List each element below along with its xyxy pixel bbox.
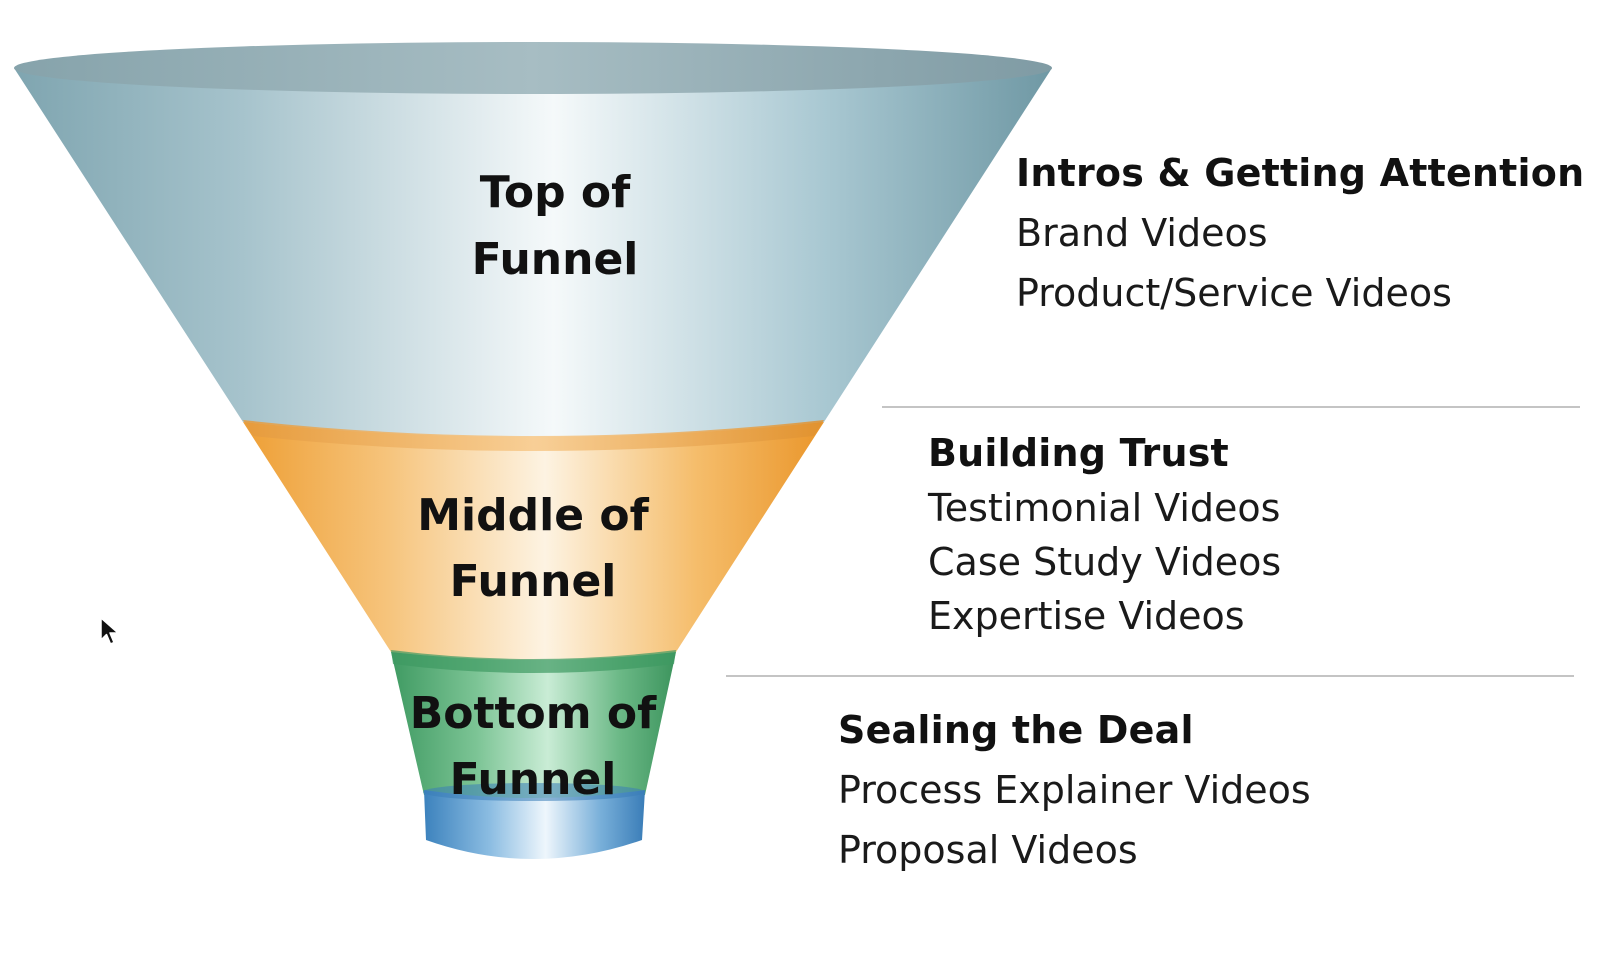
middle-section-item: Testimonial Videos <box>928 486 1281 530</box>
top-section-item: Brand Videos <box>1016 211 1268 255</box>
top-section-description: Intros & Getting Attention Brand Videos … <box>1016 143 1584 323</box>
middle-section-item: Case Study Videos <box>928 540 1282 584</box>
bottom-stage-body <box>391 652 676 802</box>
mouse-pointer-icon <box>100 617 119 645</box>
bottom-stage-rim <box>391 650 676 673</box>
bottom-stage-label-line1: Bottom of <box>410 688 657 739</box>
bottom-section-item: Proposal Videos <box>838 828 1138 872</box>
top-section-heading: Intros & Getting Attention <box>1016 151 1585 195</box>
middle-stage-rim <box>243 420 824 451</box>
middle-stage-body <box>243 422 824 660</box>
bottom-section-heading: Sealing the Deal <box>838 708 1194 752</box>
funnel-spout <box>424 790 645 859</box>
middle-section-heading: Building Trust <box>928 431 1229 475</box>
bottom-section-item: Process Explainer Videos <box>838 768 1311 812</box>
top-stage-label-line2: Funnel <box>472 234 639 285</box>
section-divider-bottom <box>726 675 1574 677</box>
funnel-spout-rim <box>423 783 645 801</box>
top-section-item: Product/Service Videos <box>1016 271 1452 315</box>
section-divider-top <box>882 406 1580 408</box>
middle-stage-label-line2: Funnel <box>450 556 617 607</box>
middle-section-description: Building Trust Testimonial Videos Case S… <box>928 425 1281 643</box>
middle-stage-label-line1: Middle of <box>417 490 649 541</box>
top-stage-rim <box>14 42 1052 94</box>
middle-section-item: Expertise Videos <box>928 594 1245 638</box>
bottom-section-description: Sealing the Deal Process Explainer Video… <box>838 700 1311 880</box>
top-stage-label-line1: Top of <box>480 167 631 218</box>
bottom-stage-label-line2: Funnel <box>450 754 617 805</box>
top-stage-body <box>14 68 1052 437</box>
